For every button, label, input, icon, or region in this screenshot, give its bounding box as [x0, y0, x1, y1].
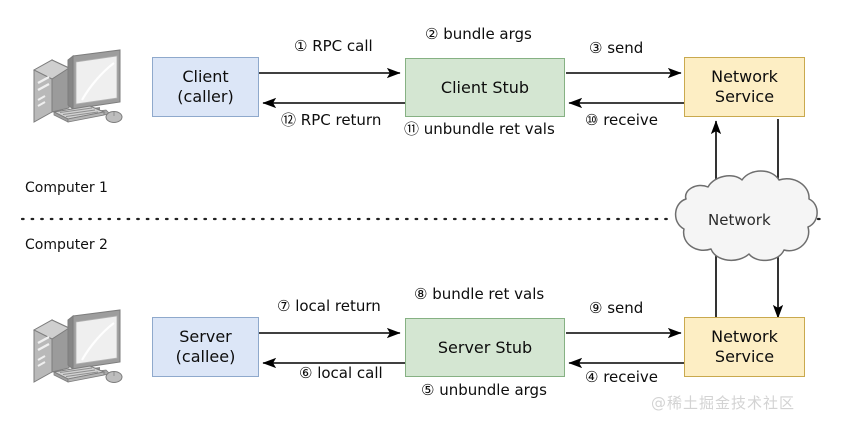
section-label-computer-2: Computer 2 — [25, 237, 108, 253]
step-label-send-top: ③ send — [589, 39, 644, 57]
node-client-line2: (caller) — [177, 87, 234, 106]
step-label-receive-top: ⑩ receive — [585, 111, 659, 129]
node-server-line1: Server — [179, 327, 232, 346]
step-label-local-return: ⑦ local return — [277, 297, 381, 315]
step-label-rpc-return: ⑫ RPC return — [281, 111, 382, 129]
step-label-rpc-call: ① RPC call — [294, 37, 373, 55]
node-client-stub[interactable]: Client Stub — [405, 58, 565, 117]
step-label-bundle-args: ② bundle args — [425, 25, 532, 43]
step-label-send-bottom: ⑨ send — [589, 299, 644, 317]
node-server-stub-label: Server Stub — [437, 337, 533, 357]
network-cloud-label: Network — [708, 211, 771, 229]
node-server[interactable]: Server (callee) — [152, 317, 259, 377]
node-network-service-top-line2: Service — [714, 87, 775, 106]
node-client[interactable]: Client (caller) — [152, 57, 259, 117]
step-label-unbundle-ret-vals: ⑪ unbundle ret vals — [404, 120, 555, 138]
node-network-service-bottom[interactable]: Network Service — [684, 317, 805, 377]
step-label-receive-bottom: ④ receive — [585, 368, 659, 386]
desktop-computer-icon-top — [32, 49, 123, 123]
node-client-stub-label: Client Stub — [440, 77, 530, 97]
step-label-local-call: ⑥ local call — [299, 364, 383, 382]
node-network-service-bottom-line2: Service — [714, 347, 775, 366]
step-label-bundle-ret-vals: ⑧ bundle ret vals — [414, 285, 545, 303]
node-network-service-top-line1: Network — [711, 67, 778, 86]
section-label-computer-1: Computer 1 — [25, 180, 108, 196]
node-server-stub[interactable]: Server Stub — [405, 318, 565, 377]
node-client-line1: Client — [182, 67, 229, 86]
step-label-unbundle-args: ⑤ unbundle args — [421, 381, 547, 399]
node-server-line2: (callee) — [175, 347, 236, 366]
node-network-service-bottom-line1: Network — [711, 327, 778, 346]
desktop-computer-icon-bottom — [32, 309, 123, 383]
node-network-service-top[interactable]: Network Service — [684, 57, 805, 117]
watermark: @稀土掘金技术社区 — [651, 394, 796, 412]
